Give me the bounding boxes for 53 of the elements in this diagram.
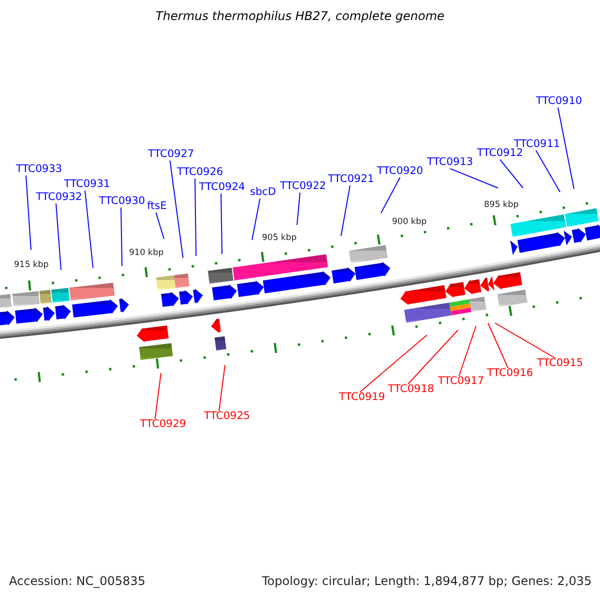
leader-line	[408, 330, 458, 384]
gene-label: TTC0932	[36, 192, 82, 204]
leader-line	[120, 207, 122, 266]
leader-line	[494, 322, 556, 358]
gene-label: ftsE	[147, 201, 167, 213]
gene-label: TTC0918	[388, 384, 434, 396]
title: Thermus thermophilus HB27, complete genome	[154, 10, 446, 24]
leader-line	[194, 178, 196, 256]
gene-label: TTC0919	[339, 392, 386, 404]
gene-label: TTC0933	[16, 164, 62, 176]
leader-line	[450, 168, 498, 188]
leader-line	[536, 150, 560, 192]
gene-label: TTC0922	[280, 181, 326, 193]
leader-line	[154, 372, 162, 420]
gene-label: TTC0917	[438, 376, 484, 388]
leader-line	[156, 212, 164, 240]
accession-text: Accession: NC_005835	[9, 575, 146, 588]
gene-label: TTC0921	[328, 174, 374, 186]
leader-line	[380, 177, 400, 214]
gene-label: TTC0912	[477, 148, 524, 160]
gene-label: TTC0931	[64, 179, 110, 191]
gene-label: TTC0927	[148, 149, 194, 161]
position-label: 910 kbp	[129, 249, 164, 258]
gene-label: TTC0910	[536, 96, 582, 108]
leader-line	[558, 107, 574, 190]
leader-line	[500, 159, 524, 188]
leader-line	[488, 322, 508, 368]
gene-label: TTC0924	[199, 182, 246, 194]
gene-label: TTC0929	[140, 419, 186, 431]
gene-label: TTC0916	[487, 368, 534, 380]
leader-line	[296, 192, 300, 226]
leader-line	[252, 198, 260, 240]
leader-line	[340, 185, 350, 236]
position-label: 900 kbp	[392, 218, 427, 228]
genome-summary: Topology: circular; Length: 1,894,877 bp; Genes: 2,035	[262, 575, 592, 588]
gene-label: sbcD	[250, 187, 276, 199]
gene-label: TTC0930	[99, 196, 146, 208]
gene-label: TTC0920	[377, 166, 424, 178]
gene-label: TTC0925	[204, 411, 250, 423]
leader-line	[218, 364, 226, 412]
position-label: 905 kbp	[262, 234, 297, 244]
leader-line	[360, 334, 428, 392]
leader-line	[56, 203, 62, 270]
leader-line	[220, 193, 222, 254]
leader-line	[26, 175, 32, 250]
position-label: 895 kbp	[484, 201, 519, 210]
gene-label: TTC0926	[177, 167, 224, 179]
position-label: 915 kbp	[14, 261, 49, 270]
leader-line	[84, 190, 94, 268]
leader-line	[458, 326, 476, 376]
leader-line	[170, 160, 184, 258]
gene-label: TTC0915	[537, 358, 584, 370]
gene-label: TTC0913	[427, 157, 474, 169]
